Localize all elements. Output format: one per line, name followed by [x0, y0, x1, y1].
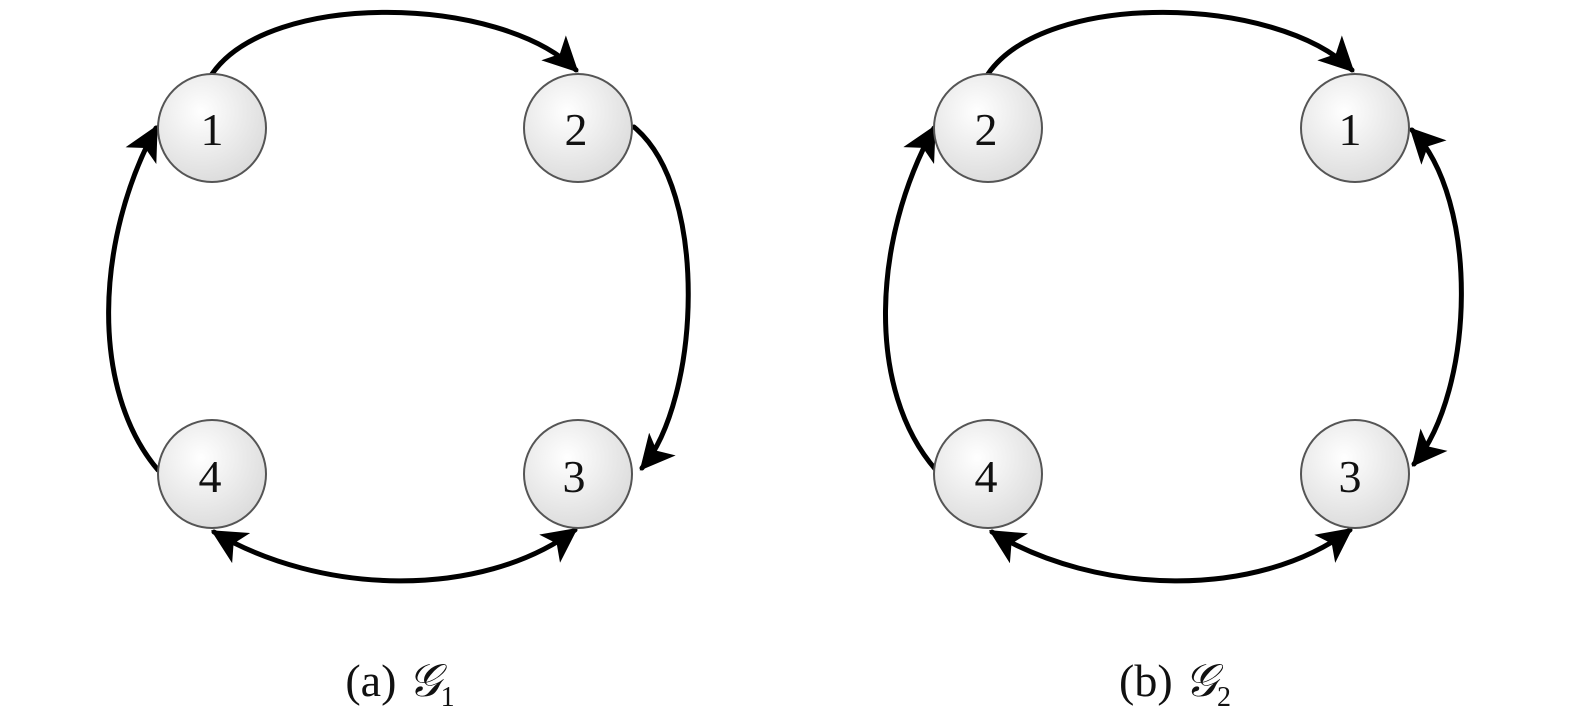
edge-b-1-to-3 — [1409, 127, 1464, 467]
node-label: 2 — [565, 104, 588, 155]
node-b-bottom-left: 4 — [933, 419, 1043, 529]
graph-b: 2 1 3 4 (b) 𝒢2 — [883, 9, 1464, 713]
node-circle — [523, 419, 633, 529]
node-circle — [157, 73, 267, 183]
node-label: 3 — [1339, 451, 1362, 502]
node-circle — [933, 73, 1043, 183]
node-a-top-left: 1 — [157, 73, 267, 183]
node-circle — [1300, 419, 1410, 529]
edge-b-2-to-1 — [985, 9, 1355, 77]
graph-a: 1 2 3 4 (a) 𝒢1 — [106, 9, 691, 713]
node-label: 1 — [1339, 104, 1362, 155]
node-b-top-left: 2 — [933, 73, 1043, 183]
node-a-bottom-right: 3 — [523, 419, 633, 529]
caption-b-subscript: 2 — [1217, 682, 1231, 713]
caption-b-prefix: (b) — [1119, 655, 1184, 706]
edge-b-3-to-4 — [989, 527, 1353, 584]
node-circle — [523, 73, 633, 183]
node-label: 4 — [199, 451, 222, 502]
edge-a-1-to-2 — [209, 9, 579, 77]
node-a-top-right: 2 — [523, 73, 633, 183]
node-a-bottom-left: 4 — [157, 419, 267, 529]
node-b-bottom-right: 3 — [1300, 419, 1410, 529]
caption-b: (b) 𝒢2 — [1119, 655, 1231, 713]
caption-a: (a) 𝒢1 — [345, 655, 454, 713]
node-circle — [157, 419, 267, 529]
caption-a-subscript: 1 — [441, 682, 455, 713]
edge-a-4-to-1 — [106, 124, 161, 473]
node-circle — [1300, 73, 1410, 183]
node-circle — [933, 419, 1043, 529]
node-label: 2 — [975, 104, 998, 155]
edge-a-3-to-4 — [210, 527, 578, 584]
edge-a-2-to-3 — [631, 124, 691, 471]
edge-b-4-to-2 — [883, 124, 939, 473]
caption-a-prefix: (a) — [345, 655, 408, 706]
node-b-top-right: 1 — [1300, 73, 1410, 183]
node-label: 3 — [563, 451, 586, 502]
node-label: 1 — [201, 104, 224, 155]
node-label: 4 — [975, 451, 998, 502]
